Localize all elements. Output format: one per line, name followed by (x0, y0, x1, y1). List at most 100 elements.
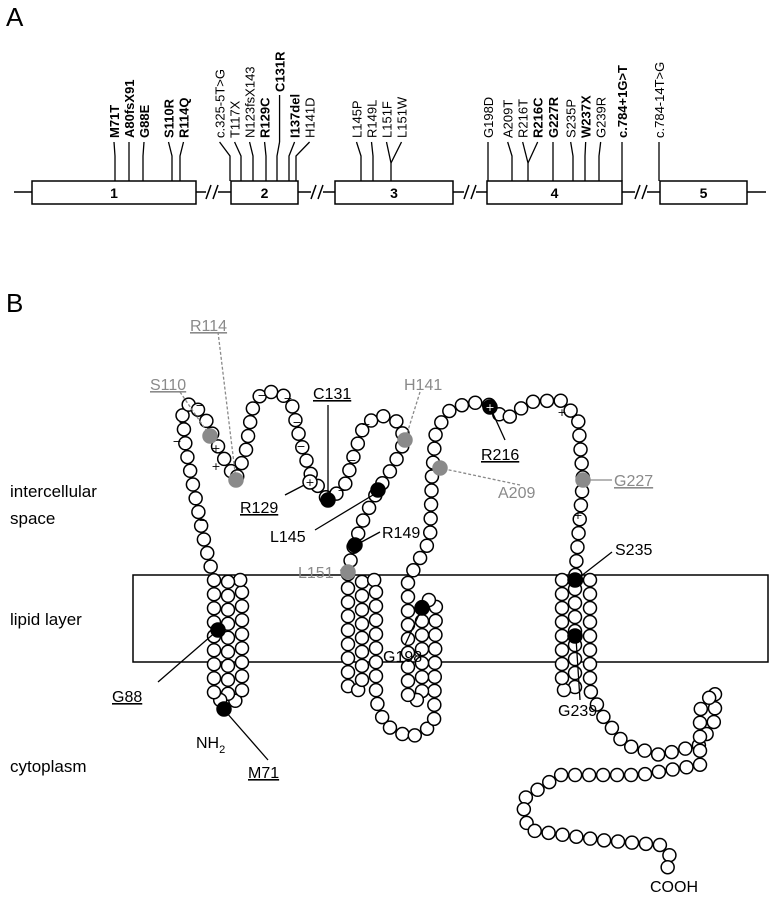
marked-residue-r149 (347, 537, 363, 553)
positive-charge-icon: + (485, 401, 494, 414)
amino-acid-residue (678, 741, 693, 756)
amino-acid-residue (342, 463, 357, 478)
amino-acid-residue (427, 641, 443, 657)
mutation-label: R216T (516, 99, 531, 138)
amino-acid-residue (604, 720, 620, 736)
mutation-label: R216C (531, 97, 546, 138)
marked-residue-c131 (320, 492, 336, 508)
amino-acid-residue (610, 834, 626, 849)
amino-acid-residue (637, 743, 652, 758)
mutation-tick (233, 141, 242, 181)
marked-residue-g227 (575, 472, 591, 488)
mutation-tick (248, 141, 254, 181)
amino-acid-residue (423, 497, 439, 512)
amino-acid-residue (555, 827, 570, 843)
amino-acid-residue (638, 836, 654, 852)
mutation-label: C131R (273, 51, 288, 92)
mutation-label: G239R (594, 97, 609, 138)
amino-acid-residue (567, 595, 583, 611)
negative-charge-icon: − (257, 389, 266, 402)
amino-acid-residue (368, 640, 384, 656)
mutation-tick (355, 141, 362, 181)
amino-acid-residue (234, 640, 250, 656)
amino-acid-residue (203, 559, 218, 574)
amino-acid-residue (206, 586, 222, 602)
residue-label-g88: G88 (112, 689, 142, 706)
amino-acid-residue (692, 729, 708, 744)
mutation-fork-arm (527, 141, 539, 164)
mutation-label: R129C (258, 97, 273, 138)
n-terminus-subscript: 2 (219, 744, 225, 756)
residue-label-g227: G227 (614, 473, 653, 490)
marked-residue-r216 (482, 399, 498, 415)
amino-acid-residue (376, 409, 391, 424)
marked-residue-m71 (216, 701, 232, 717)
amino-acid-residue (234, 682, 250, 698)
amino-acid-residue (553, 767, 569, 783)
amino-acid-residue (424, 483, 439, 498)
amino-acid-residue (434, 415, 449, 430)
amino-acid-residue (419, 538, 435, 553)
amino-acid-residue (541, 825, 556, 841)
amino-acid-residue (234, 668, 250, 684)
n-terminus-label: NH2 (196, 735, 225, 756)
mutation-label: A209T (501, 100, 516, 138)
amino-acid-residue (554, 670, 570, 686)
amino-acid-residue (527, 823, 542, 839)
region-label-lipid-layer: lipid layer (10, 610, 82, 629)
amino-acid-residue (234, 626, 250, 642)
amino-acid-residue (176, 422, 192, 437)
amino-acid-residue (340, 580, 356, 596)
break-mark (310, 184, 324, 200)
amino-acid-residue (234, 584, 250, 600)
mutation-label: T117X (228, 100, 243, 138)
amino-acid-residue (220, 588, 236, 604)
amino-acid-residue (569, 829, 584, 844)
amino-acid-residue (541, 774, 557, 790)
amino-acid-residue (427, 655, 443, 671)
amino-acid-residue (299, 453, 314, 468)
mutation-tick (263, 141, 267, 181)
amino-acid-residue (206, 670, 222, 686)
amino-acid-residue (596, 833, 612, 848)
amino-acid-residue (196, 532, 212, 547)
region-label-space: space (10, 509, 55, 528)
mutation-label: S110R (162, 98, 177, 138)
mutation-tick (598, 141, 602, 181)
amino-acid-residue (400, 673, 416, 689)
amino-acid-residue (581, 767, 597, 783)
amino-acid-residue (354, 644, 370, 660)
amino-acid-residue (650, 747, 666, 762)
negative-charge-icon: − (172, 435, 181, 448)
amino-acid-residue (178, 436, 193, 451)
amino-acid-residue (467, 395, 483, 411)
amino-acid-residue (354, 588, 370, 604)
amino-acid-residue (368, 612, 384, 628)
amino-acid-residue (428, 613, 443, 629)
amino-acid-residue (400, 603, 416, 619)
amino-acid-residue (291, 426, 306, 441)
amino-acid-residue (340, 622, 356, 638)
amino-acid-residue (582, 628, 598, 644)
amino-acid-residue (637, 766, 653, 782)
mutation-label: L151F (380, 101, 395, 138)
amino-acid-residue (175, 408, 190, 423)
mutation-tick (370, 141, 374, 181)
amino-acid-residue (216, 451, 232, 467)
amino-acid-residue (206, 600, 222, 616)
mutation-tick (167, 141, 173, 181)
amino-acid-residue (553, 393, 568, 408)
amino-acid-residue (368, 584, 384, 600)
amino-acid-residue (428, 427, 443, 442)
amino-acid-residue (414, 627, 430, 643)
amino-acid-residue (706, 714, 722, 730)
amino-acid-residue (340, 594, 356, 610)
mutation-label: L151W (395, 96, 410, 138)
exon-label: 3 (390, 185, 398, 201)
amino-acid-residue (206, 684, 222, 700)
negative-charge-icon: − (361, 418, 370, 431)
amino-acid-residue (442, 403, 457, 419)
amino-acid-residue (210, 439, 226, 454)
amino-acid-residue (518, 790, 534, 805)
panel-a-label: A (6, 2, 24, 32)
